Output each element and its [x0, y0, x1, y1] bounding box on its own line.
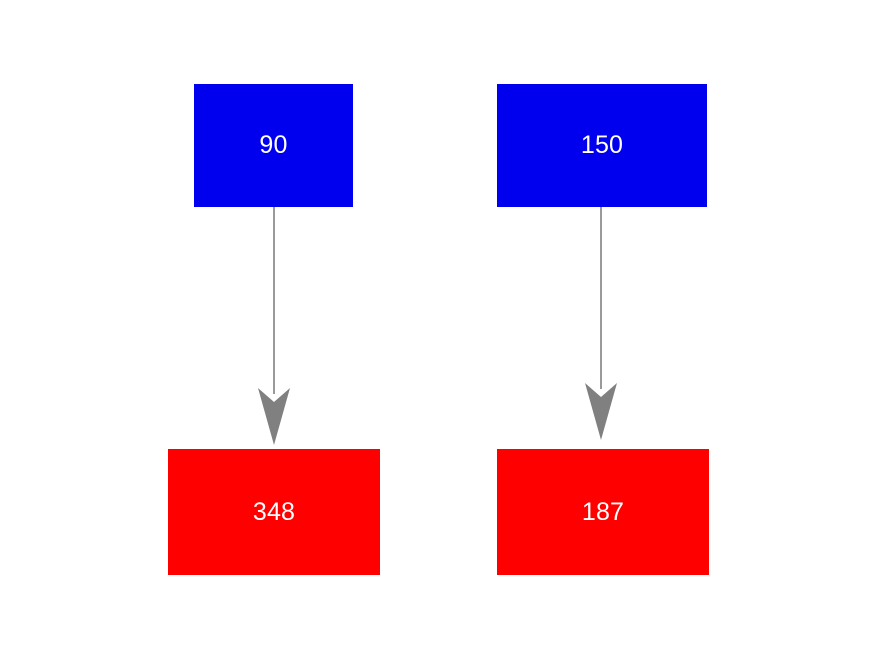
node-90[interactable]: 90 — [194, 84, 353, 207]
edge-arrowhead — [585, 383, 617, 440]
edge-arrow — [258, 207, 290, 445]
edge-arrow — [585, 207, 617, 440]
edge-arrowhead — [258, 388, 290, 445]
node-150[interactable]: 150 — [497, 84, 707, 207]
node-348[interactable]: 348 — [168, 449, 380, 575]
node-label: 150 — [580, 131, 624, 159]
node-label: 90 — [259, 131, 288, 159]
node-187[interactable]: 187 — [497, 449, 709, 575]
node-label: 187 — [581, 497, 625, 526]
node-label: 348 — [252, 497, 296, 526]
